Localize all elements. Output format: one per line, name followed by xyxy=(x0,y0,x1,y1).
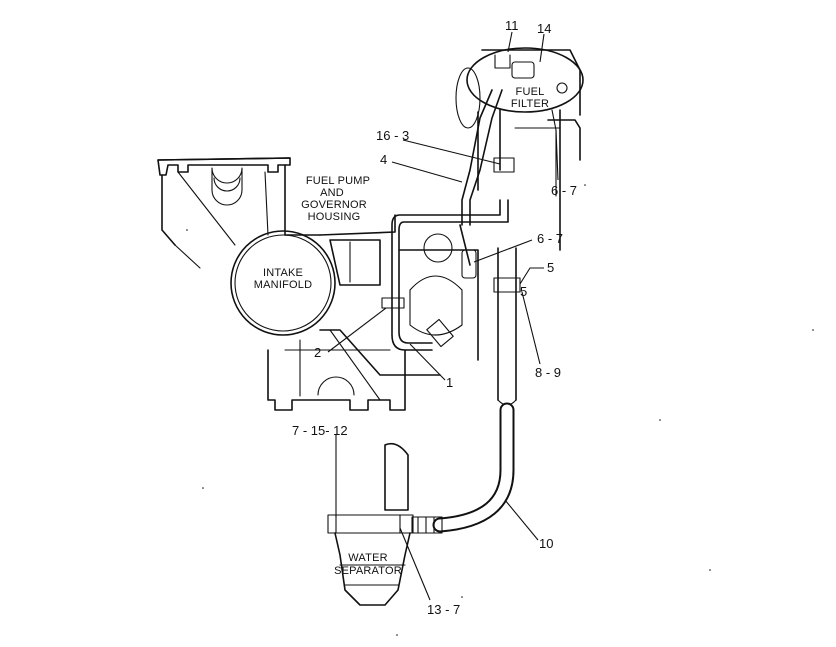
callout-leaders xyxy=(327,31,559,601)
fitting-6-7 xyxy=(459,224,477,279)
callout-1: 1 xyxy=(446,375,453,390)
water-separator-label-line1: WATER xyxy=(348,552,388,564)
fuel-pump-label-line1: FUEL PUMP xyxy=(306,175,370,187)
fuel-filter-assembly xyxy=(455,47,584,251)
water-separator-assembly xyxy=(327,442,414,606)
fuel-pump-label-line2: AND xyxy=(320,187,344,199)
callout-2: 2 xyxy=(314,345,321,360)
callout-8-9: 8 - 9 xyxy=(535,365,561,380)
fuel-pump-label-line4: HOUSING xyxy=(308,211,361,223)
callout-11: 11 xyxy=(505,18,519,33)
fuel-hose-10 xyxy=(411,402,515,534)
callout-6-7-mid: 6 - 7 xyxy=(537,231,563,246)
fuel-pump-housing-outline xyxy=(157,157,321,269)
callout-6-7-top: 6 - 7 xyxy=(551,183,577,198)
fuel-line-1 xyxy=(381,199,509,351)
intake-manifold-label-line2: MANIFOLD xyxy=(254,279,312,291)
callout-4: 4 xyxy=(380,152,387,167)
callout-10: 10 xyxy=(539,536,553,551)
fuel-hose-8-9 xyxy=(493,247,521,406)
intake-manifold-label-line1: INTAKE xyxy=(263,267,303,279)
intake-manifold-outline xyxy=(230,230,336,336)
engine-block-outline xyxy=(267,214,479,411)
callout-7-15-12: 7 - 15- 12 xyxy=(292,423,348,438)
fuel-line-4 xyxy=(461,89,515,226)
callout-5: 5 xyxy=(547,260,554,275)
print-specks xyxy=(186,184,814,636)
fuel-filter-label-line1: FUEL xyxy=(516,86,545,98)
callout-16-3: 16 - 3 xyxy=(376,128,409,143)
fuel-pump-label-line3: GOVERNOR xyxy=(301,199,367,211)
fuel-filter-label-line2: FILTER xyxy=(511,98,549,110)
callout-14: 14 xyxy=(537,21,551,36)
callout-5-small: 5 xyxy=(520,284,527,299)
callout-13-7: 13 - 7 xyxy=(427,602,460,617)
water-separator-label-line2: SEPARATOR xyxy=(334,565,402,577)
